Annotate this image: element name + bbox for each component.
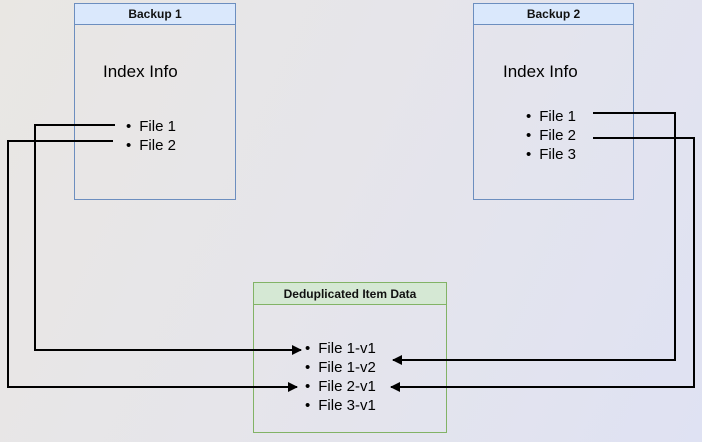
backup2-file-1: File 1 [526, 107, 576, 126]
dedup-item-list: File 1-v1 File 1-v2 File 2-v1 File 3-v1 [305, 339, 376, 415]
backup2-index-info-label: Index Info [503, 62, 578, 81]
dedup-item-file2-v1: File 2-v1 [305, 377, 376, 396]
backup1-index-info-label: Index Info [103, 62, 178, 81]
backup2-file-list: File 1 File 2 File 3 [526, 107, 576, 164]
backup1-title: Backup 1 [75, 4, 235, 25]
dedup-item-file3-v1: File 3-v1 [305, 396, 376, 415]
dedup-box: Deduplicated Item Data File 1-v1 File 1-… [253, 282, 447, 433]
backup1-file-2: File 2 [126, 136, 176, 155]
backup1-box: Backup 1 Index Info File 1 File 2 [74, 3, 236, 200]
dedup-item-file1-v1: File 1-v1 [305, 339, 376, 358]
backup1-file-1: File 1 [126, 117, 176, 136]
backup2-title: Backup 2 [474, 4, 633, 25]
backup1-file-list: File 1 File 2 [126, 117, 176, 155]
backup2-file-2: File 2 [526, 126, 576, 145]
dedup-title: Deduplicated Item Data [254, 283, 446, 305]
backup2-file-3: File 3 [526, 145, 576, 164]
backup2-box: Backup 2 Index Info File 1 File 2 File 3 [473, 3, 634, 200]
dedup-item-file1-v2: File 1-v2 [305, 358, 376, 377]
